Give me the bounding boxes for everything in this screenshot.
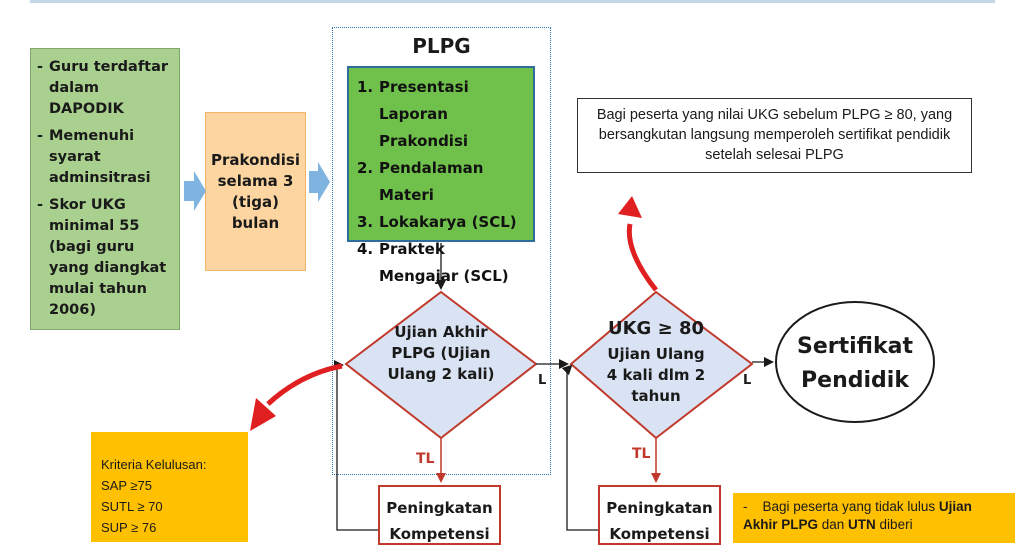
connector-line [561,364,598,531]
red-arrowhead [250,398,276,431]
peningkatan-box: Peningkatan Kompetensi [378,485,501,545]
sertifikat-ellipse [775,301,935,423]
ukg-info-box: Bagi peserta yang nilai UKG sebelum PLPG… [577,98,972,173]
red-arrowhead [618,196,642,218]
kriteria-line: SAP ≥75 [101,478,152,493]
tidak-lulus-label: TL [632,446,651,462]
bottom-note: - Bagi peserta yang tidak lulus Ujian Ak… [733,493,1015,543]
red-curved-arrow [266,363,343,406]
connector-line [334,360,378,531]
requirement-item: -Memenuhi syarat adminsitrasi [37,128,151,186]
top-rule [30,0,995,3]
lulus-label: L [538,373,547,388]
blue-arrow [309,162,330,202]
sertifikat-label: Sertifikat Pendidik [797,334,913,393]
requirement-item: -Guru terdaftar dalam DAPODIK [37,59,169,117]
lulus-label: L [743,373,752,388]
kriteria-title: Kriteria Kelulusan: [101,457,207,472]
plpg-step: 3.Lokakarya (SCL) [357,213,517,231]
ukg-threshold-label: UKG ≥ 80 [607,318,704,339]
ujian-ulang-label: Ujian Ulang 4 kali dlm 2 tahun [606,345,706,405]
prakondisi-box: Prakondisi selama 3 (tiga) bulan [205,112,306,271]
requirements-box: -Guru terdaftar dalam DAPODIK -Memenuhi … [30,48,180,330]
red-curved-arrow [626,223,658,292]
plpg-steps-box: 1.Presentasi Laporan Prakondisi 2.Pendal… [347,66,535,285]
kriteria-line: SUP ≥ 76 [101,520,157,535]
peningkatan-box: Peningkatan Kompetensi [598,485,721,545]
blue-arrow [184,171,206,211]
kriteria-box: Kriteria Kelulusan: SAP ≥75 SUTL ≥ 70 SU… [91,432,248,542]
plpg-step: 4.Praktek Mengajar (SCL) [357,240,509,285]
requirement-item: -Skor UKG minimal 55 (bagi guru yang dia… [37,197,167,318]
plpg-title: PLPG [412,34,471,58]
ujian-akhir-label: Ujian Akhir PLPG (Ujian Ulang 2 kali) [387,323,495,383]
tidak-lulus-label: TL [416,451,435,467]
plpg-step: 2.Pendalaman Materi [357,159,484,204]
plpg-step: 1.Presentasi Laporan Prakondisi [357,78,469,150]
kriteria-line: SUTL ≥ 70 [101,499,163,514]
